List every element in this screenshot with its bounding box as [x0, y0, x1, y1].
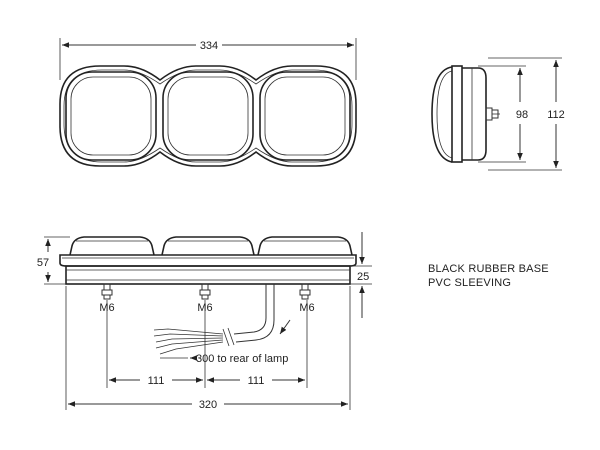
dim-base-width: 320: [199, 399, 217, 411]
dim-front-height: 57: [37, 257, 49, 269]
note-pvc-sleeving: PVC SLEEVING: [428, 277, 511, 289]
material-notes: BLACK RUBBER BASE PVC SLEEVING: [428, 263, 549, 289]
cable-length-label: 300 to rear of lamp: [196, 353, 288, 365]
dim-top-width: 334: [200, 40, 218, 52]
dim-stud-spacing-right: 111: [248, 375, 265, 387]
dim-side-outer-height: 112: [547, 109, 565, 121]
dim-stud-spacing-left: 111: [148, 375, 165, 387]
top-view: 334: [59, 38, 357, 167]
note-rubber-base: BLACK RUBBER BASE: [428, 263, 549, 275]
side-view: 98 112: [431, 57, 565, 171]
dim-side-inner-height: 98: [516, 109, 528, 121]
front-view: M6 M6 M6 300 to rear of lamp 57 25: [37, 232, 372, 411]
dim-front-base-height: 25: [357, 271, 369, 283]
